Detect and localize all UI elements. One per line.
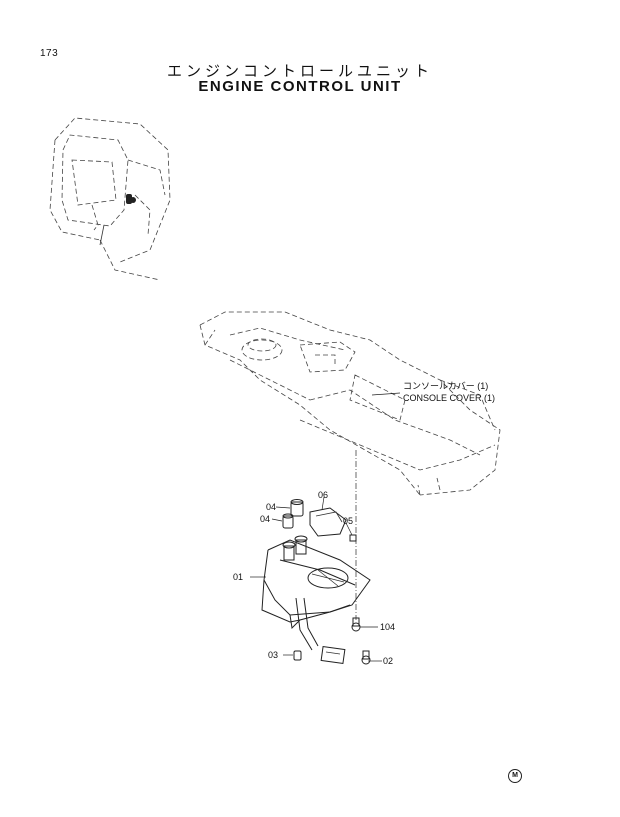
console-cover-label-en: CONSOLE COVER (1) — [403, 393, 496, 403]
callout-01: 01 — [233, 572, 244, 582]
page-number: 173 — [40, 48, 59, 59]
cab-overview-illustration — [49, 117, 171, 281]
callout-05: 05 — [343, 516, 354, 526]
control-unit-illustration — [261, 535, 371, 665]
title-japanese: エンジンコントロールユニット — [166, 62, 433, 80]
knob-parts — [282, 499, 371, 665]
callout-104: 104 — [380, 622, 396, 632]
title-english: ENGINE CONTROL UNIT — [198, 78, 402, 95]
callout-06: 06 — [318, 490, 329, 500]
leader-lines — [250, 392, 401, 662]
console-cover-label-jp: コンソールカバー (1) — [403, 381, 489, 391]
console-cover-illustration — [199, 311, 501, 496]
callout-03: 03 — [268, 650, 279, 660]
callout-04-lower: 04 — [260, 514, 271, 524]
callout-04-upper: 04 — [266, 502, 277, 512]
callout-02: 02 — [383, 656, 394, 666]
maker-mark-icon: M — [508, 769, 522, 783]
